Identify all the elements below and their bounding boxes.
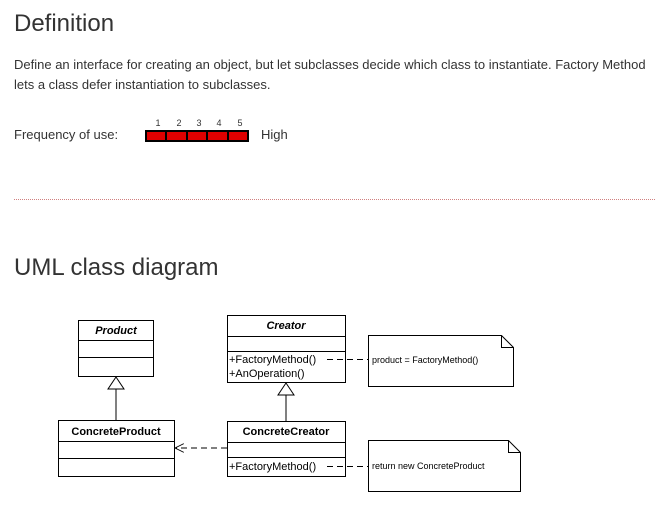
note-concrete-creator-text: return new ConcreteProduct xyxy=(372,461,485,471)
class-creator-name: Creator xyxy=(266,320,306,332)
definition-heading: Definition xyxy=(14,10,115,37)
note-creator-text: product = FactoryMethod() xyxy=(372,355,478,365)
frequency-scale-1: 1 xyxy=(155,118,161,128)
frequency-segment xyxy=(187,132,207,140)
frequency-value: High xyxy=(261,127,288,142)
uml-heading: UML class diagram xyxy=(14,254,219,281)
class-concrete-product: ConcreteProduct xyxy=(58,420,175,477)
class-creator-method-factory: +FactoryMethod() xyxy=(229,354,316,366)
frequency-meter: 1 2 3 4 5 xyxy=(145,118,249,142)
note-concrete-creator: return new ConcreteProduct xyxy=(368,440,521,492)
class-concrete-creator-method-factory: +FactoryMethod() xyxy=(229,461,316,473)
class-creator: Creator +FactoryMethod() +AnOperation() xyxy=(227,315,346,383)
frequency-segment xyxy=(208,132,227,140)
frequency-scale-2: 2 xyxy=(176,118,182,128)
frequency-segment xyxy=(167,132,186,140)
inheritance-product xyxy=(107,376,125,420)
section-divider xyxy=(14,199,655,200)
class-creator-method-operation: +AnOperation() xyxy=(229,368,305,380)
class-concrete-product-name: ConcreteProduct xyxy=(71,426,161,438)
class-concrete-creator: ConcreteCreator +FactoryMethod() xyxy=(227,421,346,477)
class-concrete-creator-name: ConcreteCreator xyxy=(243,426,331,438)
inheritance-creator xyxy=(277,382,295,421)
frequency-scale: 1 2 3 4 5 xyxy=(145,118,249,129)
class-product-name: Product xyxy=(95,325,138,337)
note-creator: product = FactoryMethod() xyxy=(368,335,514,387)
frequency-bar xyxy=(145,130,249,142)
class-product: Product xyxy=(78,320,154,377)
frequency-label: Frequency of use: xyxy=(14,127,119,142)
frequency-scale-5: 5 xyxy=(237,118,243,128)
frequency-scale-4: 4 xyxy=(216,118,222,128)
definition-text: Define an interface for creating an obje… xyxy=(14,57,646,92)
frequency-segment xyxy=(228,132,248,140)
frequency-scale-3: 3 xyxy=(196,118,202,128)
frequency-segment xyxy=(147,132,166,140)
